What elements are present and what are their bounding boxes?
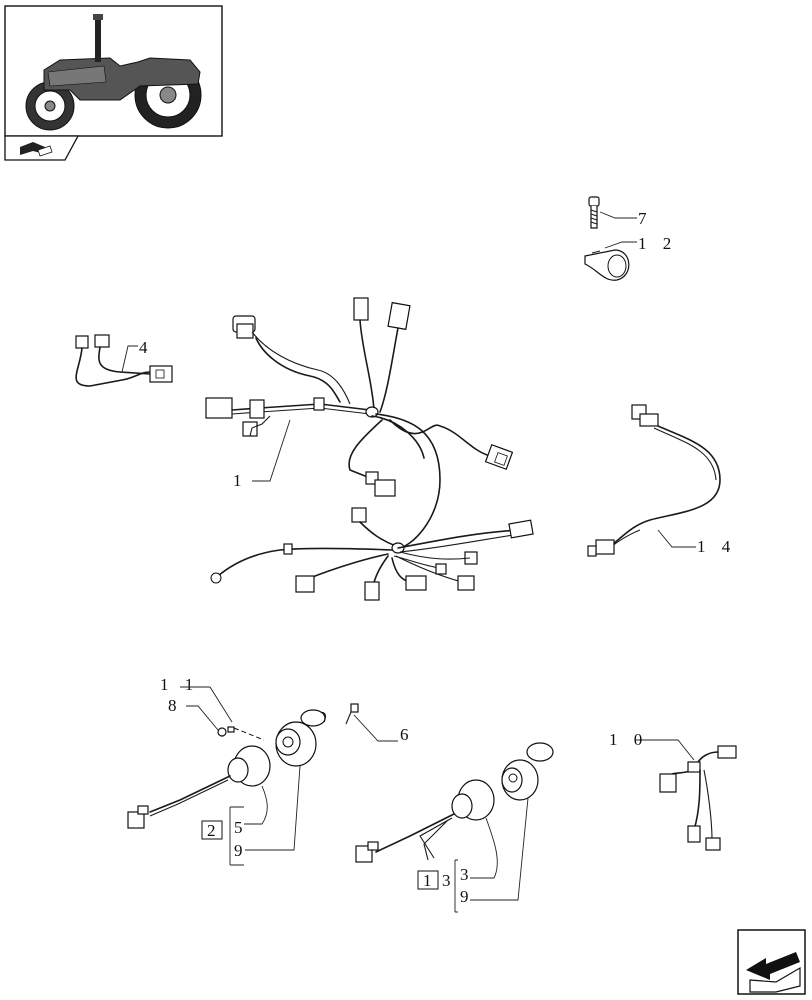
- switch-body-right: [355, 779, 495, 863]
- callout-7: 7: [638, 209, 653, 228]
- callout-6: 6: [400, 725, 415, 744]
- harness-10-part: [659, 745, 737, 851]
- tractor-thumbnail[interactable]: [4, 5, 223, 161]
- callout-11: 1 1: [160, 675, 199, 694]
- callout-10: 1 0: [609, 730, 648, 749]
- callout-1: 1: [233, 471, 248, 490]
- box-2: 2: [207, 821, 222, 840]
- cable-14-part: [587, 404, 721, 557]
- callout-13: 3: [442, 871, 457, 890]
- callout-12: 1 2: [638, 234, 677, 253]
- switch-housing-left: [275, 709, 326, 767]
- fastener-small-part: [217, 726, 235, 737]
- switch-body-left: [127, 745, 271, 829]
- callout-5: 5: [234, 818, 249, 837]
- small-harness-part: [75, 334, 173, 387]
- callout-3: 3: [460, 865, 475, 884]
- pin-6-part: [345, 703, 359, 725]
- tractor-icon: [25, 14, 202, 131]
- callout-14: 1 4: [697, 537, 736, 556]
- callout-4: 4: [139, 338, 154, 357]
- callout-9b: 9: [460, 887, 475, 906]
- callout-9a: 9: [234, 841, 249, 860]
- next-page-button[interactable]: [737, 929, 806, 995]
- callout-8: 8: [168, 696, 183, 715]
- main-harness-part: [205, 297, 534, 601]
- clamp-part: [584, 249, 630, 281]
- box-1: 1: [423, 871, 438, 890]
- book-icon: [20, 142, 53, 157]
- bolt-part: [588, 196, 600, 229]
- switch-housing-right: [501, 742, 554, 801]
- arrow-icon: [746, 952, 801, 993]
